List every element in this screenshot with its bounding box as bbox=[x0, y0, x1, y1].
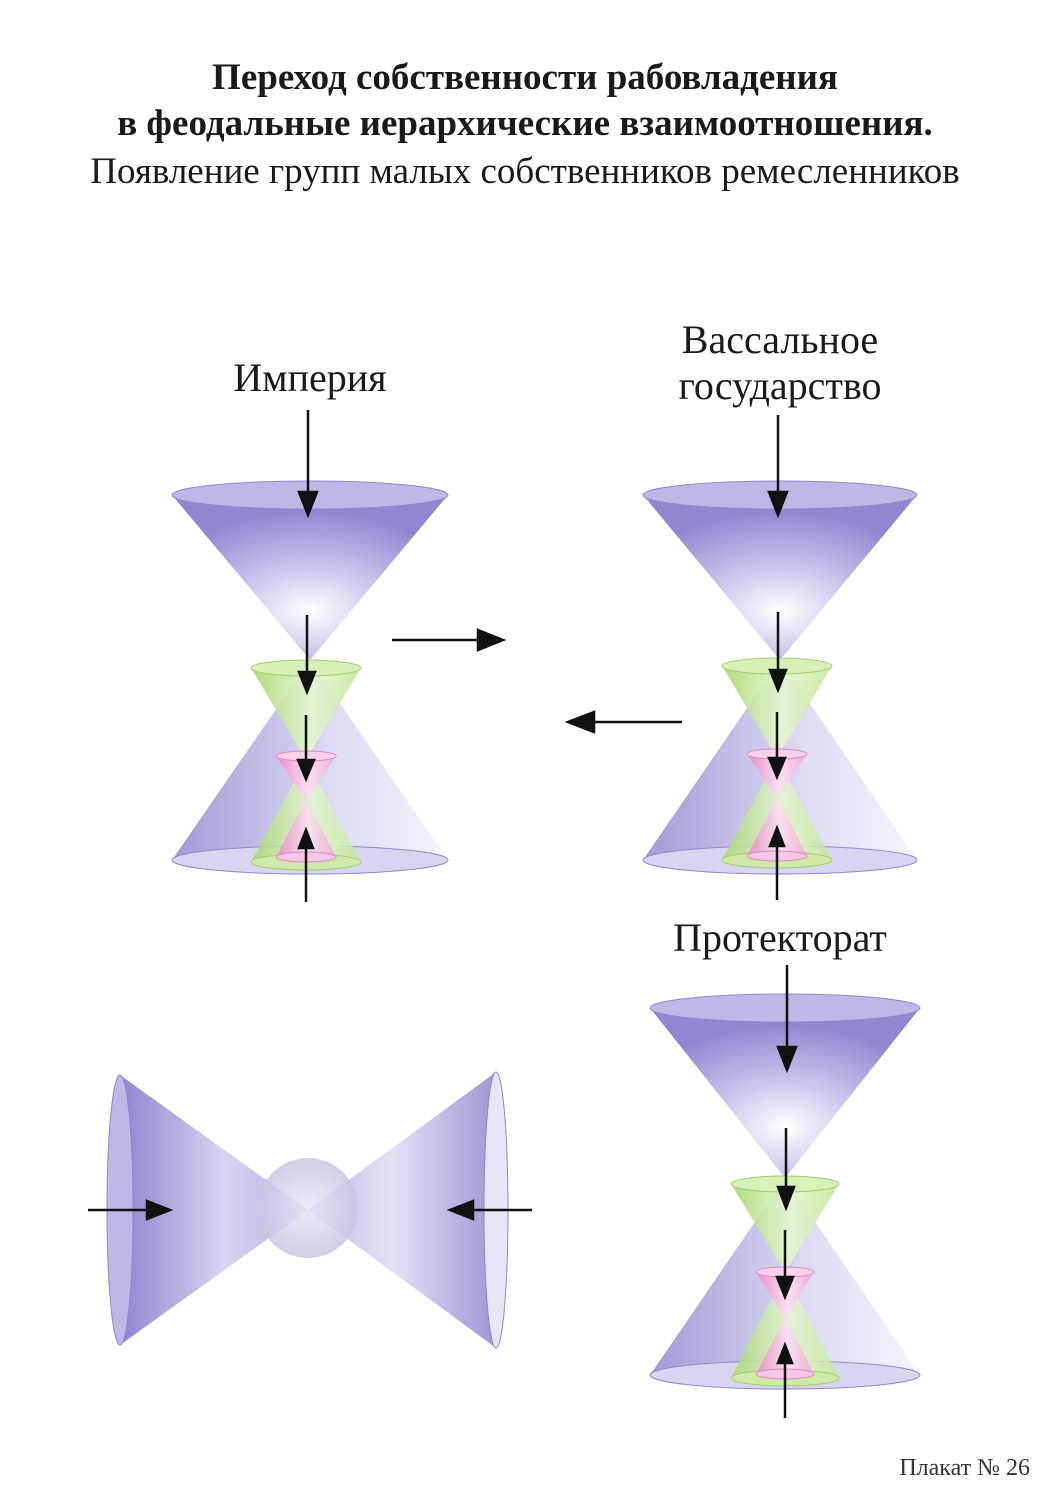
arrowhead-in-right bbox=[446, 1199, 475, 1221]
empire-outer-upper-cone bbox=[172, 495, 448, 660]
vassal-arrowhead-top bbox=[767, 490, 789, 519]
protectorate-arrows bbox=[775, 965, 798, 1418]
horizontal-cone-diagram bbox=[88, 1071, 532, 1349]
protectorate-arrowhead-inner bbox=[775, 1275, 795, 1301]
arrowhead-right bbox=[476, 628, 507, 652]
title-block: Переход собственности рабовладения в фео… bbox=[0, 55, 1050, 197]
center-sphere bbox=[258, 1158, 358, 1258]
vassal-arrowhead-mid bbox=[768, 668, 788, 694]
arrowhead-in-left bbox=[145, 1199, 174, 1221]
empire-arrowhead-top bbox=[297, 490, 319, 519]
protectorate-arrowhead-bottom bbox=[776, 1341, 794, 1365]
label-protectorate: Протекторат bbox=[673, 915, 887, 960]
label-vassal-line-2: государство bbox=[678, 363, 882, 408]
label-vassal-state: Вассальное государство bbox=[630, 317, 930, 409]
protectorate-cone-diagram bbox=[649, 965, 921, 1418]
vassal-arrowhead-bottom bbox=[768, 824, 786, 848]
vassal-arrows bbox=[767, 415, 789, 900]
transition-arrows bbox=[392, 628, 682, 734]
vassal-outer-upper-cone bbox=[643, 495, 917, 660]
protectorate-arrowhead-top bbox=[776, 1045, 798, 1074]
vassal-arrowhead-inner bbox=[767, 756, 787, 781]
protectorate-outer-upper-rim bbox=[649, 993, 921, 1023]
poster-number: Плакат № 26 bbox=[899, 1455, 1030, 1481]
protectorate-arrowhead-mid bbox=[776, 1185, 796, 1212]
empire-arrowhead-inner bbox=[296, 758, 316, 783]
label-vassal-line-1: Вассальное bbox=[681, 317, 879, 362]
vassal-cone-diagram bbox=[642, 415, 918, 900]
label-empire: Империя bbox=[233, 355, 387, 400]
empire-cone-diagram bbox=[171, 410, 449, 902]
title-line-2: в феодальные иерархические взаимоотношен… bbox=[117, 103, 933, 144]
protectorate-outer-upper-cone bbox=[650, 1008, 920, 1178]
empire-middle-upper-cone bbox=[251, 668, 361, 760]
empire-arrowhead-bottom bbox=[297, 826, 315, 850]
arrowhead-left bbox=[564, 710, 596, 734]
protectorate-middle-upper-cone bbox=[731, 1184, 839, 1272]
right-horizontal-cone bbox=[308, 1072, 496, 1348]
horizontal-arrows bbox=[88, 1199, 532, 1221]
title-line-1: Переход собственности рабовладения bbox=[212, 57, 838, 98]
left-horizontal-cone bbox=[120, 1075, 308, 1345]
empire-arrowhead-mid bbox=[297, 670, 317, 696]
empire-arrows bbox=[296, 410, 319, 902]
subtitle: Появление групп малых собственников реме… bbox=[90, 151, 960, 192]
